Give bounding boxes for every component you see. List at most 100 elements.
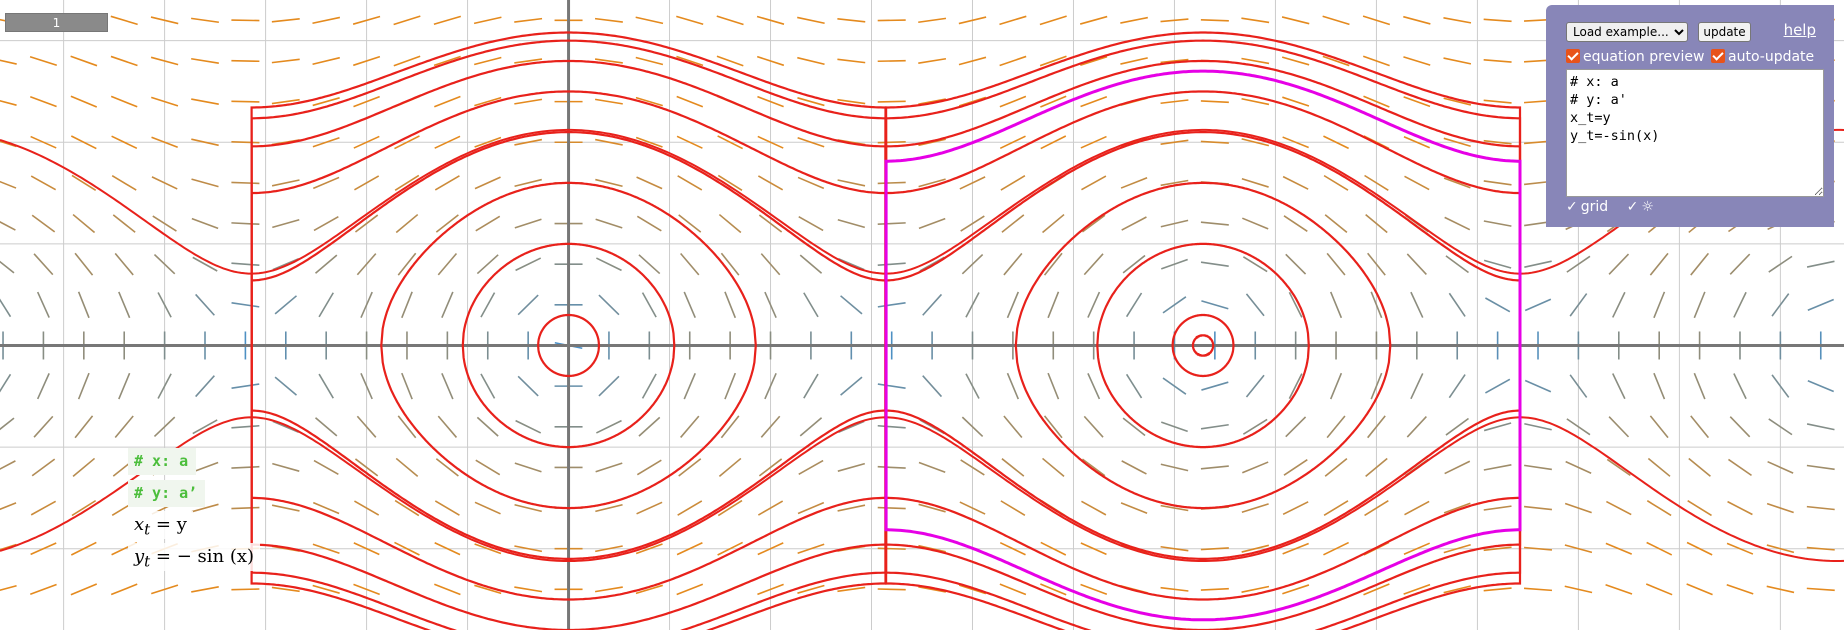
field-segment <box>676 15 704 26</box>
checkbox-checked-icon[interactable] <box>1566 49 1580 63</box>
field-segment <box>353 95 380 108</box>
field-segment <box>476 254 499 275</box>
field-segment <box>1483 259 1512 269</box>
field-segment <box>191 98 219 105</box>
field-segment <box>474 584 502 595</box>
field-segment <box>717 541 743 556</box>
field-segment <box>1288 291 1303 318</box>
field-segment <box>676 95 704 108</box>
field-segment <box>1080 583 1108 595</box>
field-segment <box>514 17 543 23</box>
field-segment <box>756 15 785 25</box>
field-segment <box>1120 176 1148 189</box>
field-segment <box>718 213 742 234</box>
field-segment <box>720 415 740 439</box>
field-segment <box>110 15 138 26</box>
field-segment <box>1807 298 1835 311</box>
field-segment <box>1329 291 1343 319</box>
field-segment <box>1242 217 1269 230</box>
field-segment <box>30 96 57 108</box>
field-segment <box>1042 457 1065 478</box>
field-segment <box>1281 56 1310 66</box>
field-segment <box>515 419 542 434</box>
field-segment <box>1322 55 1350 67</box>
equation-preview-toggle[interactable]: equation preview <box>1566 49 1704 65</box>
field-segment <box>1733 291 1747 318</box>
field-segment <box>354 175 380 191</box>
field-segment <box>1406 253 1427 275</box>
field-segment <box>312 56 340 66</box>
trajectory-right <box>1191 334 1215 357</box>
field-segment <box>1200 19 1229 22</box>
field-segment <box>474 176 501 190</box>
field-segment <box>1242 461 1269 474</box>
field-segment <box>0 99 17 106</box>
field-segment <box>231 59 260 63</box>
field-segment <box>313 215 339 232</box>
field-segment <box>877 383 906 389</box>
field-segment <box>395 457 419 478</box>
field-segment <box>636 501 663 515</box>
field-segment <box>1087 373 1101 400</box>
trajectory-right <box>885 31 1522 630</box>
checkbox-checked-icon[interactable] <box>1711 49 1725 63</box>
load-example-select[interactable]: Load example... <box>1566 22 1688 42</box>
brightness-toggle[interactable]: ✓☼ <box>1627 199 1654 215</box>
field-segment <box>354 458 379 477</box>
field-segment <box>1444 460 1471 475</box>
field-segment <box>716 55 744 67</box>
field-segment <box>118 372 131 400</box>
help-link[interactable]: help <box>1783 21 1816 39</box>
trajectories <box>0 31 1844 630</box>
field-segment <box>1605 584 1633 595</box>
equation-editor[interactable] <box>1566 69 1824 197</box>
field-segment <box>394 174 420 192</box>
field-segment <box>110 583 138 596</box>
field-segment <box>1200 587 1229 591</box>
auto-update-toggle[interactable]: auto-update <box>1711 49 1814 65</box>
field-segment <box>838 420 865 433</box>
field-segment <box>271 504 300 512</box>
field-segment <box>1040 95 1067 108</box>
field-segment <box>638 416 661 437</box>
field-segment <box>33 253 54 276</box>
field-segment <box>0 373 12 393</box>
field-segment <box>797 584 825 594</box>
field-segment <box>114 252 134 276</box>
field-segment <box>1160 18 1189 23</box>
field-segment <box>797 56 825 66</box>
field-segment <box>1367 415 1386 439</box>
field-segment <box>797 16 825 25</box>
field-segment <box>764 372 777 400</box>
field-segment <box>1364 499 1389 517</box>
field-segment <box>1733 373 1747 400</box>
field-segment <box>760 253 781 276</box>
field-segment <box>636 176 663 190</box>
field-segment <box>837 98 866 105</box>
scale-indicator[interactable]: 1 <box>5 13 108 32</box>
field-segment <box>0 417 15 431</box>
field-segment <box>191 503 219 513</box>
field-segment <box>1569 293 1588 317</box>
field-segment <box>837 218 866 229</box>
field-segment <box>1079 15 1108 25</box>
field-segment <box>635 543 663 555</box>
field-segment <box>0 221 16 231</box>
trajectory-highlighted <box>884 69 1522 622</box>
panel-toolbar: Load example... update help <box>1566 21 1826 43</box>
field-segment <box>314 417 338 437</box>
update-button[interactable]: update <box>1698 22 1751 42</box>
eq1-rhs: = y <box>150 514 187 535</box>
field-segment <box>153 253 176 275</box>
field-segment <box>799 417 823 437</box>
grid-toggle[interactable]: ✓grid <box>1566 199 1613 215</box>
field-segment <box>77 291 90 319</box>
field-segment <box>1241 544 1270 553</box>
field-segment <box>837 586 866 593</box>
field-segment <box>840 376 863 396</box>
field-segment <box>717 174 743 192</box>
field-segment <box>1688 457 1711 477</box>
field-segment <box>720 252 740 276</box>
field-segment <box>958 16 987 25</box>
